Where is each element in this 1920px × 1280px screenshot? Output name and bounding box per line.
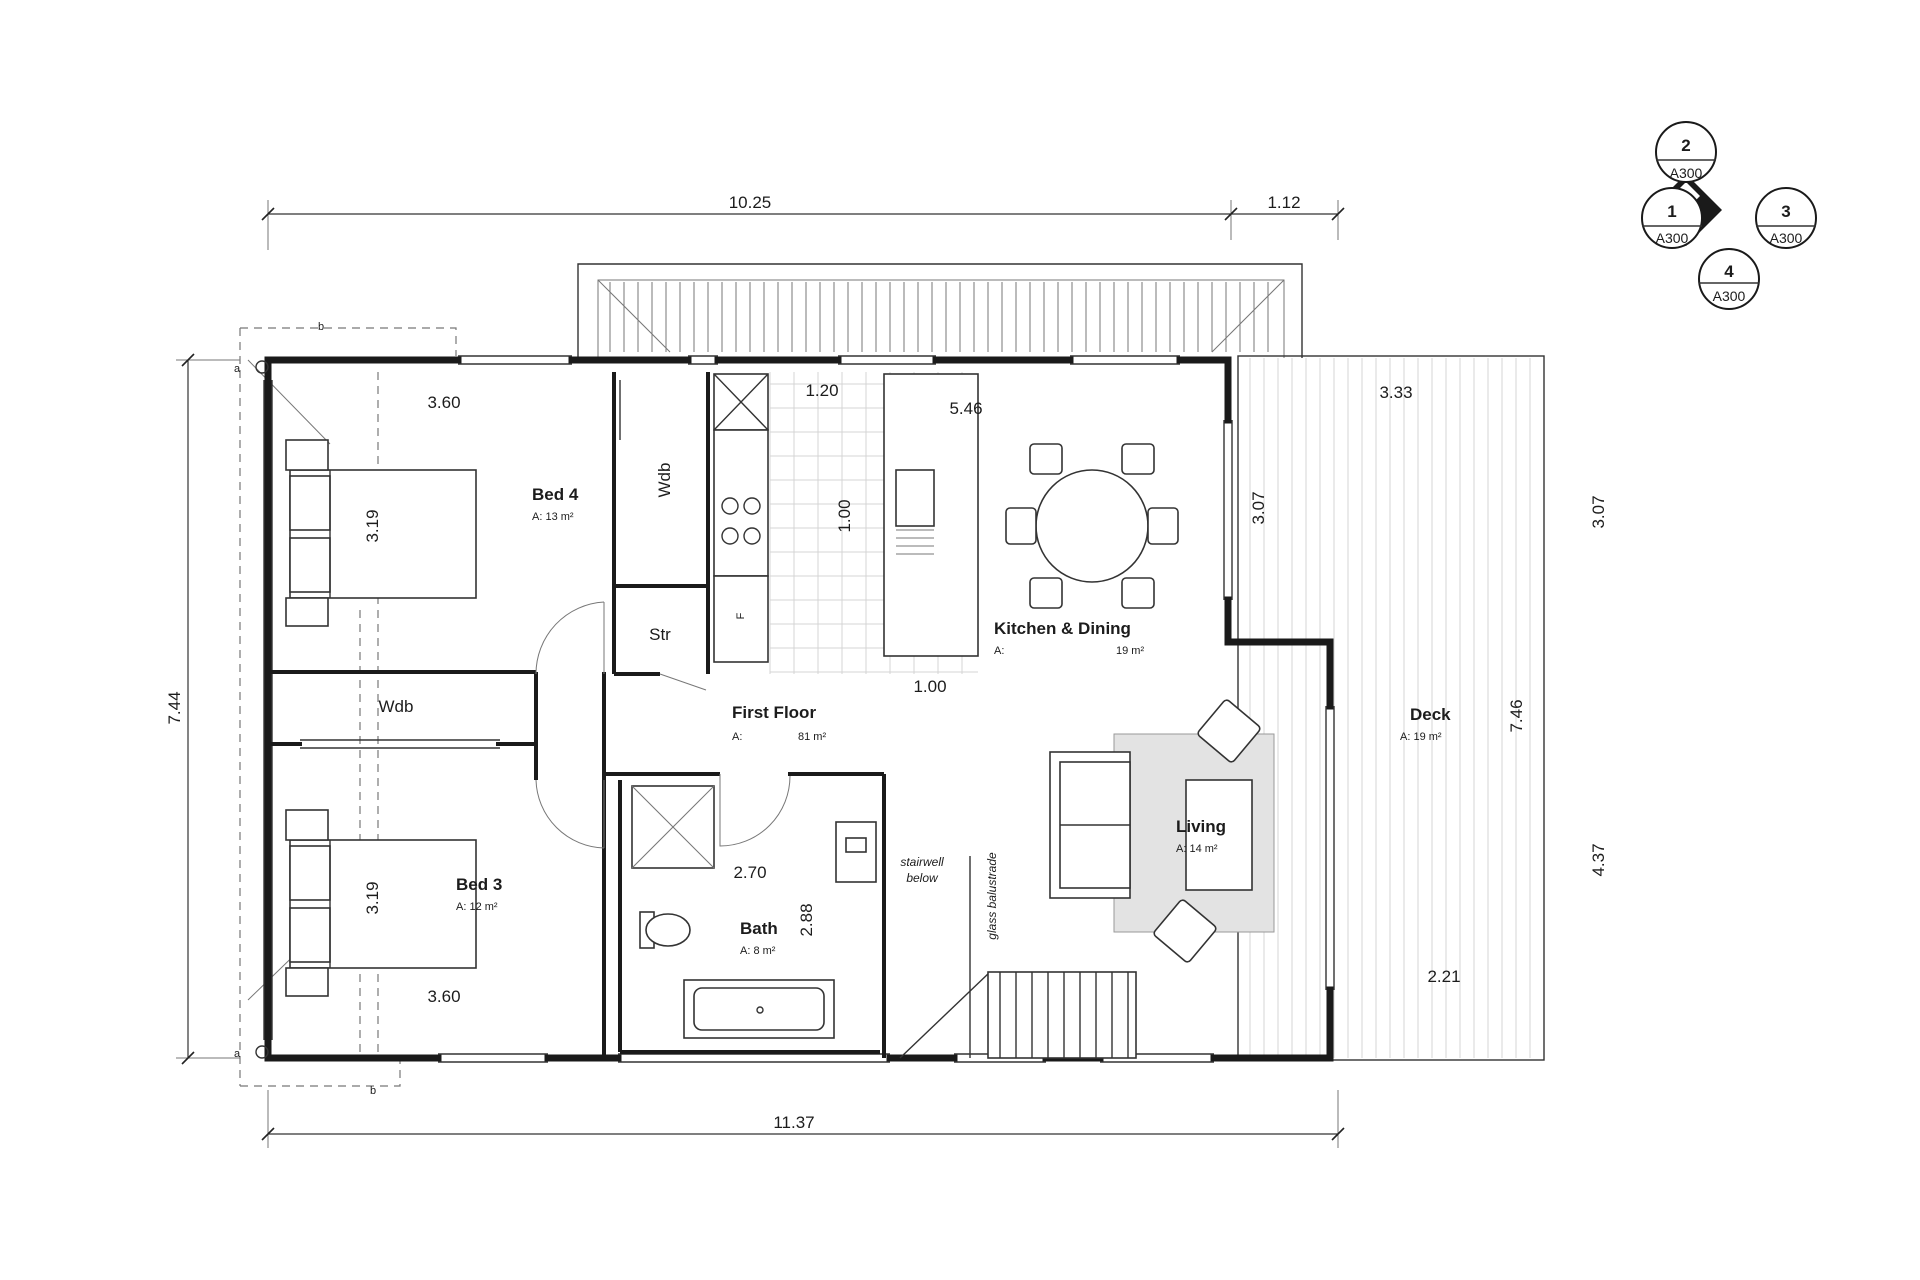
room-area-bed3: A: 12 m² (456, 901, 498, 913)
room-label-bed4: Bed 4 (532, 485, 579, 504)
stairwell-label-1: stairwell (900, 855, 944, 869)
room-label-kitchen: Kitchen & Dining (994, 619, 1131, 638)
stairwell-label-2: below (906, 871, 939, 885)
glass-balustrade-label: glass balustrade (985, 852, 999, 940)
dimension-labels: 10.25 1.12 11.37 7.44 3.60 3.19 3.19 3.6… (165, 193, 1608, 1132)
room-area-kitchen-prefix: A: (994, 645, 1004, 657)
room-label-wdb-mid: Wdb (379, 697, 414, 716)
dim-kitchen-a: 1.20 (805, 381, 838, 400)
doors (300, 380, 791, 849)
dim-kitchen-b: 5.46 (949, 399, 982, 418)
exterior-walls (264, 356, 1334, 1062)
section-marker-2 (1655, 121, 1717, 183)
dim-deck-right-lower: 4.37 (1589, 843, 1608, 876)
living-furniture (1049, 699, 1275, 963)
deck-area (1237, 355, 1545, 1061)
dim-top-main: 10.25 (729, 193, 772, 212)
room-label-wdb-top: Wdb (655, 463, 674, 498)
section-marker-1-ref: A300 (1656, 230, 1689, 246)
dim-top-right: 1.12 (1267, 193, 1300, 212)
grid-markers: a a b b (234, 321, 376, 1097)
dining-table (1005, 443, 1179, 609)
section-marker-4-ref: A300 (1713, 288, 1746, 304)
eave-outline (239, 327, 457, 1087)
room-area-first-floor-prefix: A: (732, 731, 742, 743)
room-label-bed3: Bed 3 (456, 875, 502, 894)
section-marker-1-num: 1 (1667, 202, 1676, 221)
dim-bath-depth: 2.88 (797, 903, 816, 936)
bed-3-bed (285, 809, 477, 997)
room-area-bath: A: 8 m² (740, 945, 776, 957)
bathroom-fixtures (631, 785, 877, 1039)
room-area-first-floor-value: 81 m² (798, 731, 826, 743)
section-marker-group: 2 A300 1 A300 3 A300 4 A300 (1641, 121, 1817, 310)
kitchen-fixtures (713, 373, 979, 663)
grid-marker-b-top: b (318, 321, 324, 333)
dim-kitchen-d: 1.00 (913, 677, 946, 696)
dim-deck-total: 7.46 (1507, 699, 1526, 732)
dim-kitchen-depth: 3.07 (1249, 491, 1268, 524)
room-area-kitchen-value: 19 m² (1116, 645, 1144, 657)
dim-bed4-depth: 3.19 (363, 509, 382, 542)
room-label-str: Str (649, 625, 671, 644)
section-marker-3 (1755, 187, 1817, 249)
stairs (899, 856, 1137, 1059)
dim-left: 7.44 (165, 691, 184, 724)
dim-bed4-width: 3.60 (427, 393, 460, 412)
grid-marker-a-top: a (234, 363, 241, 375)
dim-kitchen-c: 1.00 (835, 499, 854, 532)
bed-4-bed (285, 439, 477, 627)
dim-deck-width: 3.33 (1379, 383, 1412, 402)
room-label-first-floor: First Floor (732, 703, 816, 722)
dim-bath-width: 2.70 (733, 863, 766, 882)
section-marker-2-num: 2 (1681, 136, 1690, 155)
section-marker-4-num: 4 (1724, 262, 1734, 281)
section-marker-4 (1698, 248, 1760, 310)
top-covered-area (577, 263, 1303, 358)
room-label-fridge: F (735, 612, 747, 619)
interior-walls (268, 372, 886, 1058)
dimension-lines (176, 200, 1345, 1148)
section-marker-3-ref: A300 (1770, 230, 1803, 246)
dim-deck-lower: 2.21 (1427, 967, 1460, 986)
grid-marker-b-bottom: b (370, 1085, 376, 1097)
room-area-bed4: A: 13 m² (532, 511, 574, 523)
section-marker-2-ref: A300 (1670, 165, 1703, 181)
section-marker-3-num: 3 (1781, 202, 1790, 221)
room-area-deck: A: 19 m² (1400, 731, 1442, 743)
section-marker-1 (1641, 187, 1703, 249)
room-labels: Bed 4 A: 13 m² Wdb Str F Wdb Kitchen & D… (379, 463, 1452, 957)
room-area-living: A: 14 m² (1176, 843, 1218, 855)
room-label-deck: Deck (1410, 705, 1451, 724)
dim-bottom: 11.37 (773, 1113, 814, 1132)
dim-bed3-depth: 3.19 (363, 881, 382, 914)
dim-bed3-width: 3.60 (427, 987, 460, 1006)
room-label-living: Living (1176, 817, 1226, 836)
grid-marker-a-bottom: a (234, 1048, 241, 1060)
room-label-bath: Bath (740, 919, 778, 938)
dim-deck-right-upper: 3.07 (1589, 495, 1608, 528)
